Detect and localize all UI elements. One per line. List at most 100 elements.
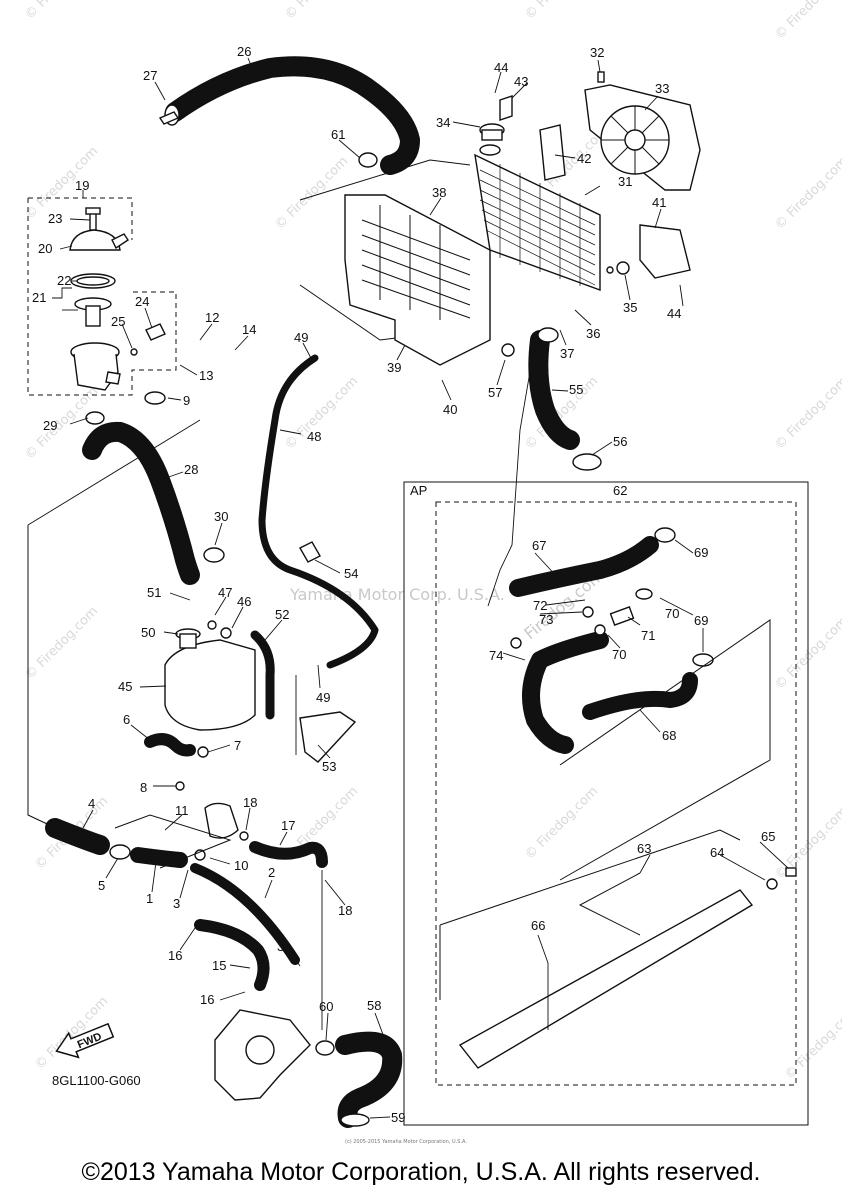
callout-26: 26 [237, 44, 251, 59]
thermostat-outlet-hose [82, 391, 225, 585]
ap-box [403, 481, 809, 1126]
callout-34: 34 [436, 115, 450, 130]
radiator-assembly [299, 95, 691, 366]
callout-53: 53 [322, 759, 336, 774]
callout-38: 38 [432, 185, 446, 200]
callout-11: 11 [175, 803, 189, 818]
watermark-text: © Firedog.com [772, 0, 842, 43]
callout-61: 61 [331, 127, 345, 142]
callout-46: 46 [237, 594, 251, 609]
callout-52: 52 [275, 607, 289, 622]
center-watermark: Yamaha Motor Corp. U.S.A. [289, 585, 505, 604]
leader-lines [52, 57, 789, 1119]
callout-37: 37 [560, 346, 574, 361]
callout-36: 36 [586, 326, 600, 341]
upper-radiator-hose [158, 56, 420, 175]
watermark-text: © Firedog.com [522, 784, 601, 863]
watermark-text: © Firedog.com [282, 0, 361, 23]
callout-70: 70 [612, 647, 626, 662]
callout-14: 14 [242, 322, 256, 337]
callout-69: 69 [694, 613, 708, 628]
fine-print: (c) 2005-2015 Yamaha Motor Corporation, … [345, 1139, 467, 1145]
callout-68: 68 [662, 728, 676, 743]
callout-17: 17 [281, 818, 295, 833]
callout-21: 21 [32, 290, 46, 305]
callout-28: 28 [184, 462, 198, 477]
callout-67: 67 [532, 538, 546, 553]
watermark-text: © Firedog.com [782, 1004, 842, 1083]
callout-5: 5 [98, 878, 105, 893]
watermark-text: © Firedog.com [772, 804, 842, 883]
callout-73: 73 [539, 612, 553, 627]
callout-33: 33 [655, 81, 669, 96]
callout-59: 59 [391, 1110, 405, 1125]
callout-54: 54 [344, 566, 358, 581]
callout-19: 19 [75, 178, 89, 193]
callout-9: 9 [183, 393, 190, 408]
thermostat-assembly [27, 197, 177, 396]
breather-hose [258, 354, 379, 669]
callout-62: 62 [613, 483, 627, 498]
callout-70: 70 [665, 606, 679, 621]
callout-51: 51 [147, 585, 161, 600]
callout-55: 55 [569, 382, 583, 397]
callout-10: 10 [234, 858, 248, 873]
callout-4: 4 [88, 796, 95, 811]
callout-65: 65 [761, 829, 775, 844]
callout-24: 24 [135, 294, 149, 309]
callout-16: 16 [200, 992, 214, 1007]
callout-58: 58 [367, 998, 381, 1013]
callout-16: 16 [168, 948, 182, 963]
callout-30: 30 [214, 509, 228, 524]
radiator-outlet-hose [501, 327, 602, 471]
ap-label: AP [410, 483, 427, 498]
watermark-text: © Firedog.com [272, 154, 351, 233]
callout-50: 50 [141, 625, 155, 640]
callout-66: 66 [531, 918, 545, 933]
copyright-notice: ©2013 Yamaha Motor Corporation, U.S.A. A… [81, 1158, 761, 1186]
callout-23: 23 [48, 211, 62, 226]
callout-25: 25 [111, 314, 125, 329]
callout-40: 40 [443, 402, 457, 417]
watermark-text: © Firedog.com [282, 374, 361, 453]
callout-47: 47 [218, 585, 232, 600]
callout-64: 64 [710, 845, 724, 860]
callout-18: 18 [243, 795, 257, 810]
watermark-text: © Firedog.com [522, 0, 601, 23]
callout-7: 7 [234, 738, 241, 753]
callout-12: 12 [205, 310, 219, 325]
cooling-fan [584, 71, 701, 191]
watermark-text: © Firedog.com [772, 374, 842, 453]
callout-69: 69 [694, 545, 708, 560]
diagram-code: 8GL1100-G060 [52, 1073, 141, 1088]
callout-56: 56 [613, 434, 627, 449]
callout-44: 44 [494, 60, 508, 75]
callout-layer: 1 2 3 3 4 5 6 7 8 9 10 11 12 13 14 15 16… [32, 44, 775, 1145]
callout-72: 72 [533, 598, 547, 613]
callout-39: 39 [387, 360, 401, 375]
callout-49: 49 [316, 690, 330, 705]
callout-60: 60 [319, 999, 333, 1014]
callout-43: 43 [514, 74, 528, 89]
watermark-text: © Firedog.com [22, 604, 101, 683]
callout-31: 31 [618, 174, 632, 189]
callout-3: 3 [173, 896, 180, 911]
callout-41: 41 [652, 195, 666, 210]
callout-22: 22 [57, 273, 71, 288]
callout-45: 45 [118, 679, 132, 694]
callout-63: 63 [637, 841, 651, 856]
callout-71: 71 [641, 628, 655, 643]
callout-35: 35 [623, 300, 637, 315]
callout-20: 20 [38, 241, 52, 256]
callout-49: 49 [294, 330, 308, 345]
callout-44: 44 [667, 306, 681, 321]
reservoir-tank [164, 620, 357, 763]
callout-32: 32 [590, 45, 604, 60]
callout-15: 15 [212, 958, 226, 973]
callout-27: 27 [143, 68, 157, 83]
callout-3: 3 [277, 939, 284, 954]
callout-29: 29 [43, 418, 57, 433]
callout-1: 1 [146, 891, 153, 906]
callout-57: 57 [488, 385, 502, 400]
